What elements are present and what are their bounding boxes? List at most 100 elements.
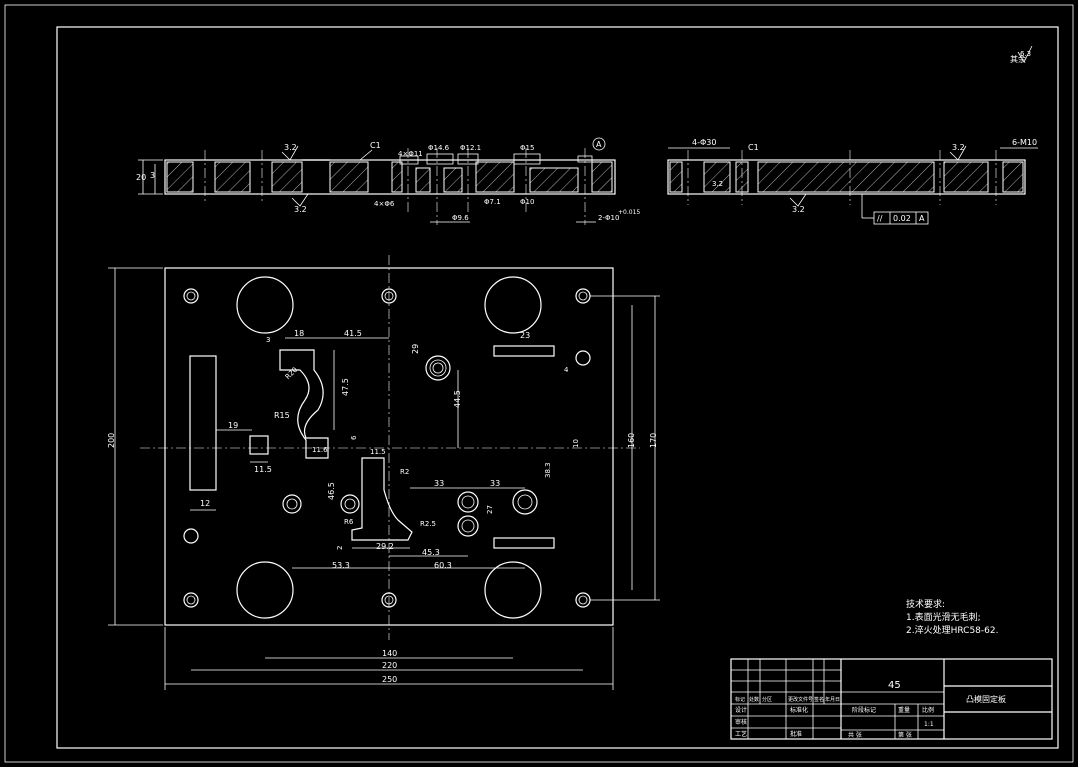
dim-12: 12 xyxy=(200,499,210,508)
dim-38-3: 38.3 xyxy=(544,462,552,478)
approve-date-label: 批准 xyxy=(790,730,802,738)
notes-line-1: 1.表面光滑无毛刺; xyxy=(906,611,981,623)
dim-6xm10: 6-M10 xyxy=(1012,138,1037,147)
radius-r2: R2 xyxy=(400,468,409,476)
datum-a: A xyxy=(596,140,602,149)
dim-4: 4 xyxy=(564,366,569,374)
dim-d15: Φ15 xyxy=(520,144,534,152)
dim-23: 23 xyxy=(520,331,530,340)
dim-46-5: 46.5 xyxy=(327,482,336,500)
dim-11-5-b: 11.5 xyxy=(254,465,272,474)
sheet-number-label: 第 张 xyxy=(898,731,912,739)
section-outline xyxy=(164,159,616,195)
row-label-change: 更改文件号 xyxy=(788,696,813,703)
dim-18: 18 xyxy=(294,329,304,338)
sheet-inner-border xyxy=(56,26,1059,749)
process-label: 工艺 xyxy=(735,730,747,738)
punch-profile-upper xyxy=(279,349,329,459)
dim-220: 220 xyxy=(382,661,397,670)
dim-19: 19 xyxy=(228,421,238,430)
stage-label: 阶段标记 xyxy=(852,706,876,714)
notes-line-2: 2.淬火处理HRC58-62. xyxy=(906,624,998,636)
sheet-outer-border xyxy=(4,4,1074,763)
dim-d9-6: Φ9.6 xyxy=(452,214,469,222)
side-roughness-3: 3.2 xyxy=(792,205,805,214)
row-label-sign: 签名 xyxy=(814,696,824,703)
dim-d12-1: Φ12.1 xyxy=(460,144,481,152)
dim-3: 3 xyxy=(150,171,155,180)
approve-label: 审核 xyxy=(735,718,747,726)
dim-11-6: 11.6 xyxy=(312,446,328,454)
roughness-prefix: 其余 xyxy=(1010,54,1026,64)
dim-27: 27 xyxy=(486,505,494,514)
guide-hole-tr xyxy=(484,276,542,334)
roughness-value: 6.3 xyxy=(1020,50,1031,58)
guide-hole-br xyxy=(484,561,542,619)
dim-29-2: 29.2 xyxy=(376,542,394,551)
slot-top-right xyxy=(493,345,555,357)
tolerance-datum: A xyxy=(919,214,925,223)
dim-29: 29 xyxy=(411,344,420,354)
side-chamfer-c1: C1 xyxy=(748,143,759,152)
row-label-count: 处数 xyxy=(749,696,759,703)
dim-53-3: 53.3 xyxy=(332,561,350,570)
dim-4xd6: 4×Φ6 xyxy=(374,200,395,208)
dim-170: 170 xyxy=(649,433,658,448)
geometric-tolerance-frame xyxy=(873,211,929,225)
tolerance-value: +0.015 xyxy=(618,209,640,216)
dim-height-20: 20 xyxy=(136,173,146,182)
radius-r6: R6 xyxy=(344,518,354,526)
side-roughness-2: 3.2 xyxy=(952,143,965,152)
row-label-date: 年月日 xyxy=(825,696,840,703)
guide-hole-bl xyxy=(236,561,294,619)
top-section-view: 20 3 3.2 C1 4×Φ11 Φ14.6 Φ12.1 Φ15 A 3.2 … xyxy=(136,137,640,225)
dim-4xd30: 4-Φ30 xyxy=(692,138,716,147)
dim-45-3: 45.3 xyxy=(422,548,440,557)
dim-44-5: 44.5 xyxy=(453,390,462,408)
roughness-3-2-bottom: 3.2 xyxy=(294,205,307,214)
standard-label: 标准化 xyxy=(790,706,808,714)
guide-hole-tl xyxy=(236,276,294,334)
plate-outline xyxy=(164,267,614,626)
dim-d14-6: Φ14.6 xyxy=(428,144,450,152)
dim-140: 140 xyxy=(382,649,397,658)
parallel-symbol: // xyxy=(877,214,883,223)
dim-d10: Φ10 xyxy=(520,198,534,206)
scale-value: 1:1 xyxy=(924,721,934,728)
parallel-tolerance: 0.02 xyxy=(893,214,911,223)
row-label-mark: 标记 xyxy=(735,696,745,703)
dim-33-a: 33 xyxy=(434,479,444,488)
technical-notes: 技术要求: 1.表面光滑无毛刺; 2.淬火处理HRC58-62. xyxy=(906,598,998,636)
dim-2xd10: 2-Φ10 xyxy=(598,214,619,222)
slot-bottom-right xyxy=(493,537,555,549)
weight-label: 重量 xyxy=(898,706,910,714)
dim-160: 160 xyxy=(627,433,636,448)
punch-profile-lower xyxy=(351,457,413,541)
plan-view: 18 41.5 3 23 29 R20 47.5 44.5 R15 19 6 1… xyxy=(107,255,660,690)
roughness-3-2: 3.2 xyxy=(284,143,297,152)
sheet-count-label: 共 张 xyxy=(848,731,862,739)
dim-200: 200 xyxy=(107,433,116,448)
ratio-label: 比例 xyxy=(922,706,934,714)
long-slot-left xyxy=(189,355,217,491)
dim-6: 6 xyxy=(350,435,358,440)
radius-r15: R15 xyxy=(274,411,290,420)
part-name: 凸模固定板 xyxy=(966,694,1006,704)
radius-r2-5: R2.5 xyxy=(420,520,436,528)
dim-41-5: 41.5 xyxy=(344,329,362,338)
dim-250: 250 xyxy=(382,675,397,684)
dim-33-b: 33 xyxy=(490,479,500,488)
dim-10: 10 xyxy=(572,439,580,448)
dim-60-3: 60.3 xyxy=(434,561,452,570)
dim-3-plan: 3 xyxy=(266,336,270,344)
chamfer-c1: C1 xyxy=(370,141,381,150)
dim-4xd11: 4×Φ11 xyxy=(398,150,423,158)
dim-d7-1: Φ7.1 xyxy=(484,198,501,206)
dim-2: 2 xyxy=(336,546,344,550)
datum-a-circle xyxy=(592,137,606,151)
radius-r20: R20 xyxy=(284,366,299,381)
side-roughness-1: 3.2 xyxy=(712,180,723,188)
row-label-zone: 分区 xyxy=(762,696,772,703)
dim-11-5: 11.5 xyxy=(370,448,386,456)
